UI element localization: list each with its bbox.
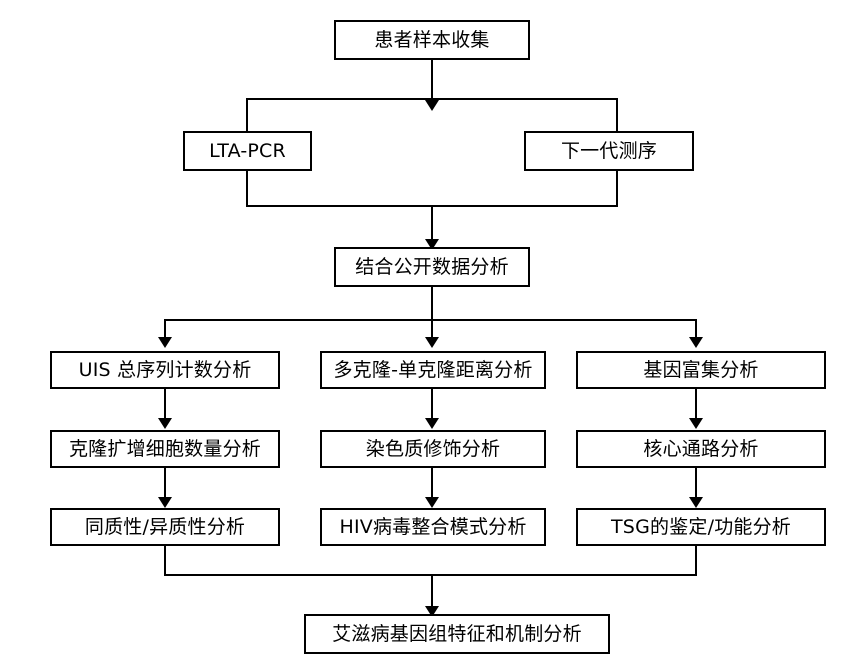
node-public-data[interactable]: 结合公开数据分析 (334, 247, 530, 287)
node-lta-pcr[interactable]: LTA-PCR (183, 131, 312, 171)
node-sample-collection[interactable]: 患者样本收集 (334, 20, 530, 60)
tsg-drop (695, 546, 697, 576)
arrowhead-final (425, 606, 439, 617)
arrowhead-clonal-expansion (158, 418, 172, 429)
arrowhead-public-data (425, 239, 439, 250)
arrowhead-tsg (689, 497, 703, 508)
split-bar-1 (246, 98, 618, 100)
ngs-drop (616, 171, 618, 207)
arrowhead-homo-hetero (158, 497, 172, 508)
node-label: 染色质修饰分析 (365, 437, 501, 460)
node-uis-count[interactable]: UIS 总序列计数分析 (50, 351, 280, 389)
split-bar-2 (164, 319, 697, 321)
public-data-drop (431, 287, 433, 343)
node-ngs[interactable]: 下一代测序 (524, 131, 694, 171)
node-label: 下一代测序 (560, 139, 657, 162)
edge-sample-to-split1 (431, 60, 433, 106)
edge-merge2-to-final (431, 574, 433, 612)
node-chromatin[interactable]: 染色质修饰分析 (320, 430, 546, 468)
arrowhead-col-right (689, 337, 703, 348)
node-label: HIV病毒整合模式分析 (339, 515, 527, 538)
edge-clone-distance-to-chromatin (431, 389, 433, 423)
node-hiv-integration[interactable]: HIV病毒整合模式分析 (320, 508, 546, 546)
node-label: 核心通路分析 (643, 437, 759, 460)
node-label: 多克隆-单克隆距离分析 (333, 358, 533, 381)
node-clonal-expansion[interactable]: 克隆扩增细胞数量分析 (50, 430, 280, 468)
arrowhead-col-left (158, 337, 172, 348)
edge-clonal-to-homo (164, 468, 166, 502)
edge-chromatin-to-hiv (431, 468, 433, 502)
arrowhead-col-mid (425, 337, 439, 348)
node-homo-hetero[interactable]: 同质性/异质性分析 (50, 508, 280, 546)
arrowhead-core-pathway (689, 418, 703, 429)
node-gene-enrichment[interactable]: 基因富集分析 (576, 351, 826, 389)
node-label: 同质性/异质性分析 (84, 515, 246, 538)
edge-merge1-to-public-data (431, 205, 433, 245)
node-label: 患者样本收集 (374, 28, 490, 51)
arrowhead-chromatin (425, 418, 439, 429)
edge-pathway-to-tsg (695, 468, 697, 502)
split2-left-drop (164, 319, 166, 343)
node-label: 结合公开数据分析 (355, 255, 509, 278)
node-clone-distance[interactable]: 多克隆-单克隆距离分析 (320, 351, 546, 389)
node-core-pathway[interactable]: 核心通路分析 (576, 430, 826, 468)
node-label: LTA-PCR (209, 139, 286, 162)
split2-right-drop (695, 319, 697, 343)
node-final[interactable]: 艾滋病基因组特征和机制分析 (304, 614, 610, 654)
lta-pcr-drop (246, 171, 248, 207)
edge-uis-to-clonal (164, 389, 166, 423)
node-label: UIS 总序列计数分析 (78, 358, 252, 381)
arrowhead-split1 (425, 100, 439, 111)
edge-enrichment-to-pathway (695, 389, 697, 423)
node-label: 基因富集分析 (643, 358, 759, 381)
node-tsg[interactable]: TSG的鉴定/功能分析 (576, 508, 826, 546)
node-label: 克隆扩增细胞数量分析 (68, 437, 261, 460)
arrowhead-hiv-integration (425, 497, 439, 508)
node-label: 艾滋病基因组特征和机制分析 (332, 622, 582, 645)
split1-right-drop (616, 98, 618, 132)
homo-hetero-drop (164, 546, 166, 576)
split1-left-drop (246, 98, 248, 132)
node-label: TSG的鉴定/功能分析 (611, 515, 791, 538)
merge-bar-2 (164, 574, 697, 576)
